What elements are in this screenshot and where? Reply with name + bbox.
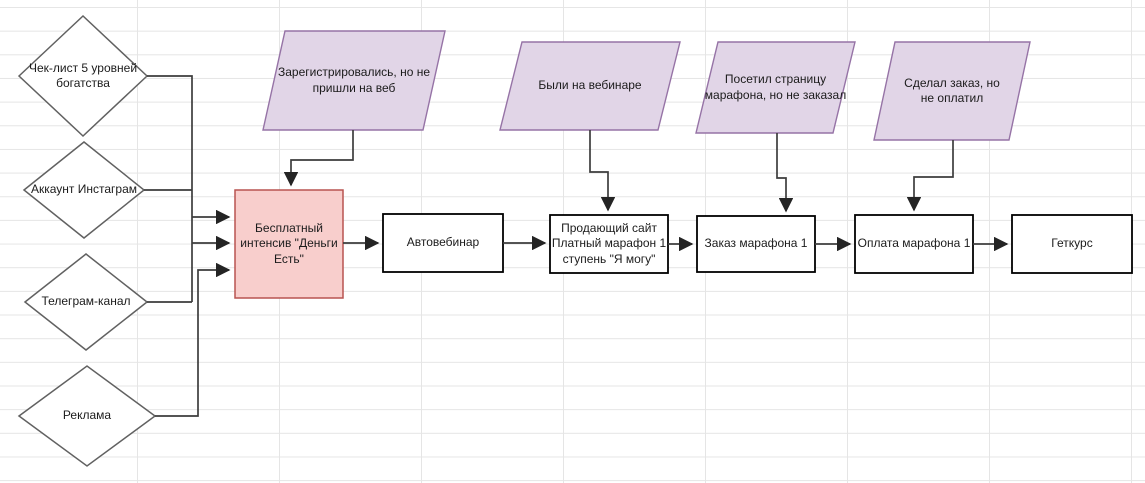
node-attended-webinar-parallelogram[interactable] xyxy=(499,41,681,131)
node-free-intensive-rect[interactable] xyxy=(234,189,344,299)
node-checklist-diamond[interactable] xyxy=(17,14,149,138)
node-registered-no-show-parallelogram[interactable] xyxy=(262,30,446,131)
node-visited-not-ordered-parallelogram[interactable] xyxy=(695,41,856,134)
edge-registered-no-show-to-intensive[interactable] xyxy=(283,130,354,187)
node-order-rect[interactable] xyxy=(696,215,816,273)
edge-sources-trunk[interactable] xyxy=(144,75,193,303)
edge-visited-not-ordered-to-order[interactable] xyxy=(776,133,794,213)
node-getcourse-rect[interactable] xyxy=(1011,214,1133,274)
edge-ads-to-intensive[interactable] xyxy=(155,262,231,417)
node-autowebinar-rect[interactable] xyxy=(382,213,504,273)
node-sales-site-rect[interactable] xyxy=(549,214,669,274)
edge-ordered-not-paid-to-payment[interactable] xyxy=(906,140,954,212)
node-ordered-not-paid-parallelogram[interactable] xyxy=(873,41,1031,141)
node-payment-rect[interactable] xyxy=(854,214,974,274)
node-ads-diamond[interactable] xyxy=(17,365,157,467)
node-instagram-diamond[interactable] xyxy=(22,141,146,239)
edge-attended-webinar-to-sales-site[interactable] xyxy=(589,130,616,212)
node-telegram-diamond[interactable] xyxy=(23,253,149,351)
